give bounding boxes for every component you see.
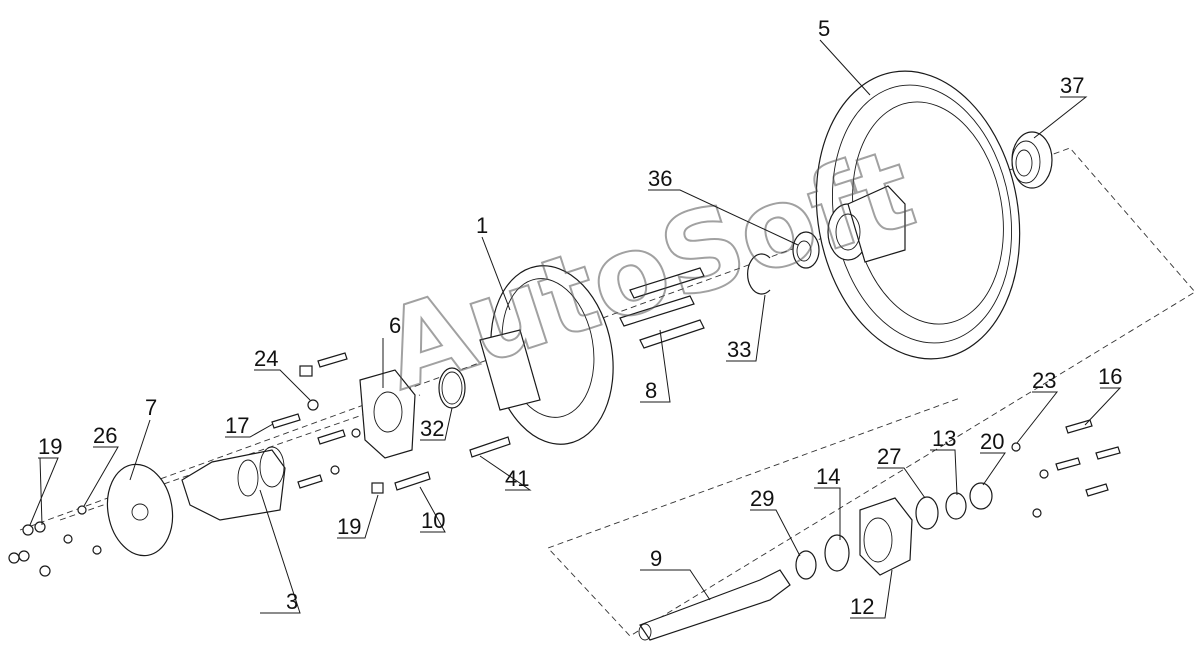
- callout-33: 33: [727, 337, 751, 362]
- part-36-bearing: [792, 231, 820, 269]
- part-9-input-shaft: [638, 569, 791, 641]
- part-32-o-ring: [438, 367, 466, 409]
- callout-1: 1: [476, 213, 488, 238]
- callout-9: 9: [650, 546, 662, 571]
- bolts-right: [1011, 419, 1121, 518]
- part-14-nut: [824, 534, 850, 572]
- callout-10: 10: [421, 508, 445, 533]
- callout-17: 17: [225, 413, 249, 438]
- part-33-snap-ring: [747, 253, 771, 295]
- callout-36: 36: [648, 166, 672, 191]
- callout-13: 13: [932, 426, 956, 451]
- callout-41: 41: [505, 466, 529, 491]
- callout-23: 23: [1032, 368, 1056, 393]
- part-29-lock-washer: [795, 550, 817, 580]
- callout-16: 16: [1098, 364, 1122, 389]
- part-6-flange: [359, 369, 416, 459]
- part-13-washer: [945, 492, 967, 520]
- lower-assembly-parts: [795, 482, 993, 580]
- callout-20: 20: [980, 429, 1004, 454]
- part-7-disk: [106, 463, 174, 557]
- callout-27: 27: [877, 444, 901, 469]
- callout-5: 5: [818, 16, 830, 41]
- callout-8: 8: [645, 378, 657, 403]
- callout-32: 32: [420, 416, 444, 441]
- callout-19-center: 19: [337, 514, 361, 539]
- part-20-nut: [969, 482, 993, 510]
- part-1-housing: [479, 265, 614, 445]
- part-10-pin: [394, 471, 431, 491]
- callout-24: 24: [254, 346, 278, 371]
- callout-6: 6: [389, 313, 401, 338]
- fasteners: [271, 352, 384, 494]
- callout-7: 7: [145, 395, 157, 420]
- callout-19-left: 19: [38, 434, 62, 459]
- callout-3: 3: [286, 589, 298, 614]
- callout-14: 14: [816, 464, 840, 489]
- part-3-shaft-assembly: [181, 446, 286, 521]
- callout-12: 12: [850, 594, 874, 619]
- part-12-bearing-cap: [859, 497, 913, 576]
- part-27-washer: [915, 496, 939, 530]
- part-5-pulley: [815, 70, 1021, 360]
- part-37-bearing: [1011, 131, 1053, 189]
- callout-37: 37: [1060, 73, 1084, 98]
- callouts: 1 3 5 6 7 8 9 10 12 13 14 16 17 19 19 20: [29, 16, 1122, 619]
- callout-26: 26: [93, 423, 117, 448]
- callout-29: 29: [750, 486, 774, 511]
- part-8-studs: [619, 267, 705, 349]
- part-41-pin: [469, 436, 511, 458]
- nuts-and-washers-left: [8, 505, 102, 577]
